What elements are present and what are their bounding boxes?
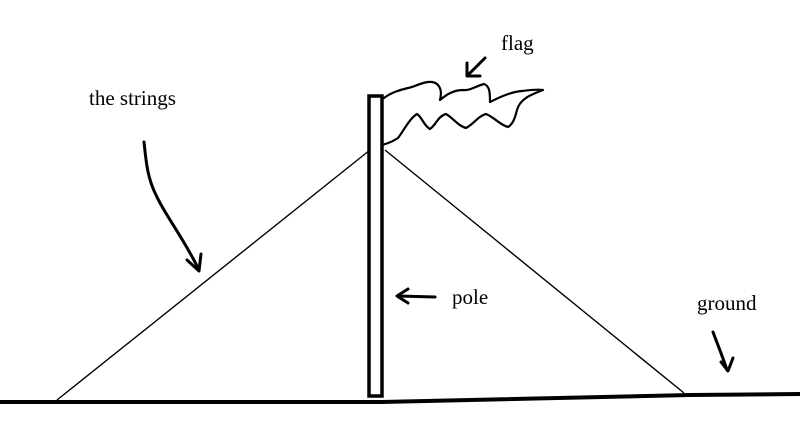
ground-line	[0, 392, 800, 404]
arrow-strings	[142, 140, 203, 273]
label-ground: ground	[697, 291, 757, 315]
arrow-ground	[711, 330, 735, 373]
string-right	[384, 149, 685, 394]
arrow-pole	[395, 287, 437, 305]
pole	[367, 94, 384, 398]
label-flag: flag	[501, 31, 534, 55]
flag-shape	[380, 80, 545, 147]
label-pole: pole	[452, 285, 489, 309]
label-the-strings: the strings	[89, 86, 176, 110]
arrow-flag	[465, 56, 487, 78]
string-left	[56, 149, 371, 401]
